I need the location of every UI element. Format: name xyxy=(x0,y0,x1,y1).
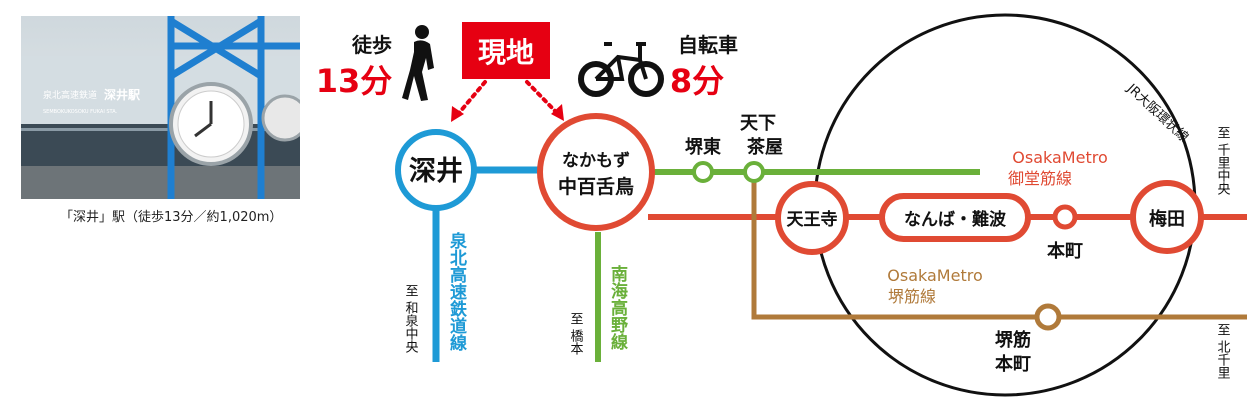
station-umeda: 梅田 xyxy=(1130,180,1204,254)
arrow-to-fukai xyxy=(457,80,487,115)
station-honmachi-label: 本町 xyxy=(1047,240,1083,262)
sakaisuji-line-label-2: 堺筋線 xyxy=(888,287,936,306)
photo-sign-romaji: SEMBOKUKOSOKU FUKAI STA. xyxy=(43,109,118,115)
walk-time: 13分 xyxy=(316,62,393,100)
station-tengachaya-label-1: 天下 xyxy=(740,113,776,134)
clock-icon xyxy=(169,82,300,166)
photo-sign-main: 泉北高速鉄道 xyxy=(43,89,97,101)
semboku-line-label: 泉北高速鉄道線 xyxy=(446,231,468,352)
station-sakaihigashi-marker xyxy=(692,161,714,183)
station-sakaisuji-honmachi-label-1: 堺筋 xyxy=(995,329,1031,351)
walk-label: 徒歩 xyxy=(351,33,392,57)
station-honmachi-marker xyxy=(1052,204,1078,230)
destination-izumi-chuo: 至 和泉中央 xyxy=(403,284,419,354)
genchi-label: 現地 xyxy=(478,36,534,69)
sakaisuji-line xyxy=(751,180,1247,320)
station-fukai-label: 深井 xyxy=(409,156,463,187)
station-namba-label: なんば・難波 xyxy=(904,209,1007,230)
sakaisuji-line-label-1: OsakaMetro xyxy=(887,266,982,285)
photo-sign-station: 深井駅 xyxy=(104,87,141,102)
station-fukai: 深井 xyxy=(395,129,477,211)
bicycle-icon xyxy=(578,42,664,97)
station-sakaisuji-honmachi-label-2: 本町 xyxy=(995,353,1031,375)
station-namba: なんば・難波 xyxy=(879,193,1031,242)
bike-label: 自転車 xyxy=(678,33,738,57)
station-sakaihigashi-label: 堺東 xyxy=(685,136,721,158)
blue-structure xyxy=(167,16,300,199)
destination-hashimoto: 至 橋本 xyxy=(568,312,584,356)
bike-time: 8分 xyxy=(670,62,724,100)
midosuji-line-label-1: OsakaMetro xyxy=(1012,148,1107,167)
midosuji-line-label-2: 御堂筋線 xyxy=(1008,169,1072,188)
station-umeda-label: 梅田 xyxy=(1149,208,1185,230)
destination-senri-chuo: 至 千里中央 xyxy=(1215,126,1231,196)
genchi-badge: 現地 xyxy=(462,22,550,79)
station-tennoji: 天王寺 xyxy=(775,181,849,255)
station-nakamozu-label-2: 中百舌鳥 xyxy=(558,175,634,198)
arrow-to-fukai-head xyxy=(451,106,464,122)
nankai-line-label: 南海高野線 xyxy=(607,264,628,351)
station-tengachaya-label-2: 茶屋 xyxy=(747,136,783,158)
station-nakamozu: なかもず 中百舌鳥 xyxy=(537,113,655,231)
station-nakamozu-label-1: なかもず xyxy=(562,151,630,171)
station-sakaisuji-honmachi-marker xyxy=(1034,303,1062,331)
station-tennoji-label: 天王寺 xyxy=(787,209,838,230)
walking-person-icon xyxy=(402,25,434,101)
station-photo: 泉北高速鉄道 深井駅 SEMBOKUKOSOKU FUKAI STA. xyxy=(21,16,300,199)
station-tengachaya-marker xyxy=(743,161,765,183)
destination-kita-senri: 至 北千里 xyxy=(1215,323,1231,380)
arrow-to-nakamozu-head xyxy=(551,104,564,121)
photo-caption: 「深井」駅（徒歩13分／約1,020m） xyxy=(60,210,283,225)
arrow-to-nakamozu xyxy=(525,80,558,114)
